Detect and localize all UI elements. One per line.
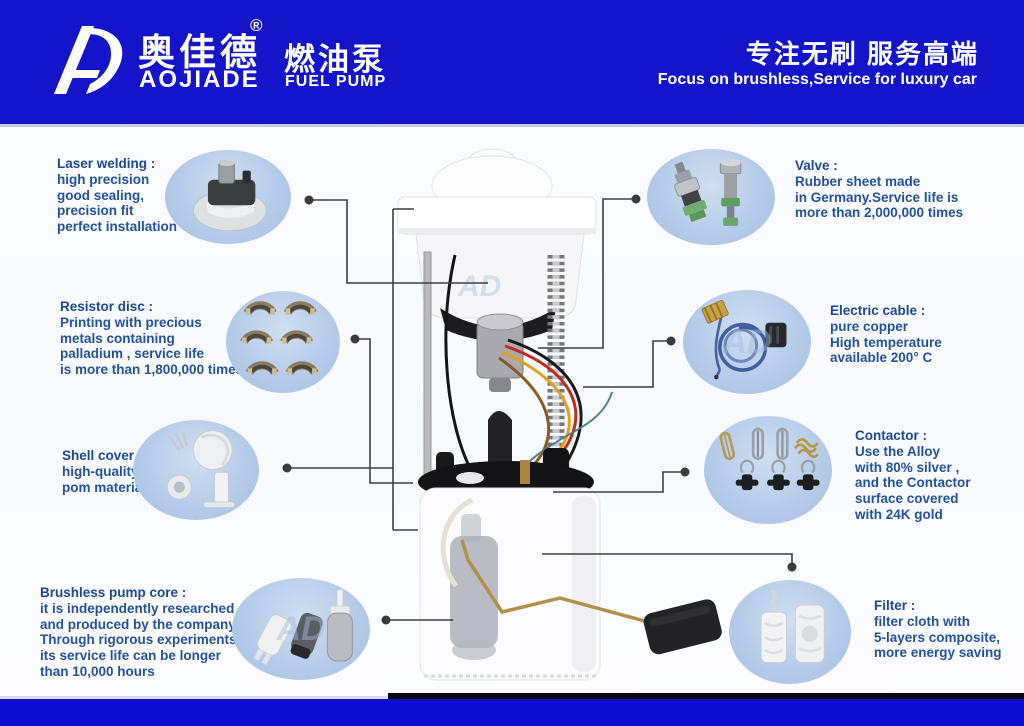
bubble-valve	[647, 149, 775, 245]
callout-resistor-disc: Resistor disc : Printing with precious m…	[60, 299, 270, 378]
connector-valve	[538, 194, 641, 349]
callout-line: more than 2,000,000 times	[795, 205, 964, 221]
callout-line: metals containing	[60, 330, 175, 346]
shell-cover-photo	[166, 430, 236, 508]
callout-line: and the Contactor	[855, 475, 971, 491]
connector-filter	[542, 553, 797, 572]
callout-filter: Filter : filter cloth with 5-layers comp…	[874, 598, 1024, 661]
callout-laser-welding: Laser welding : high precision good seal…	[57, 156, 207, 235]
footer-bar	[0, 699, 1024, 726]
bubble-shell-cover	[133, 420, 259, 520]
bubble-electric-cable: AD	[683, 290, 811, 394]
bubble-contactor	[704, 416, 832, 524]
aojiade-logo-icon	[54, 26, 123, 94]
filter-photo	[760, 589, 825, 664]
bubble-filter	[729, 580, 851, 684]
laser-welding-photo	[192, 159, 267, 232]
bubble-laser-welding	[165, 150, 291, 244]
bubble-brushless-pump-core: AD	[232, 578, 370, 680]
product-name-en: FUEL PUMP	[285, 73, 387, 90]
callout-line: with 80% silver ,	[855, 459, 960, 475]
svg-text:AD: AD	[457, 270, 501, 303]
callout-line: Rubber sheet made	[795, 173, 921, 189]
callout-line: is more than 1,800,000 times	[60, 362, 244, 378]
registered-mark: ®	[250, 16, 263, 35]
slogan-en: Focus on brushless,Service for luxury ca…	[657, 71, 977, 88]
valve-photo	[674, 158, 742, 226]
callout-line: available 200° C	[830, 350, 933, 366]
callout-line: Use the Alloy	[855, 443, 941, 459]
callout-line: with 24K gold	[855, 506, 943, 522]
callout-title: Electric cable :	[830, 303, 926, 318]
electric-cable-photo	[701, 300, 787, 380]
callout-shell-cover: Shell cover : high-quality pom material	[62, 448, 192, 495]
callout-electric-cable: Electric cable : pure copper High temper…	[830, 303, 1000, 366]
callout-line: surface covered	[855, 491, 959, 507]
callout-line: and produced by the company.	[40, 616, 239, 632]
callout-line: palladium , service life	[60, 346, 205, 362]
callout-title: Resistor disc :	[60, 299, 154, 314]
connector-laser-welding	[304, 195, 488, 284]
connector-resistor-disc	[350, 334, 413, 484]
callout-title: Filter :	[874, 598, 916, 613]
slogan-cn: 专注无刷 服务高端	[745, 39, 979, 69]
callout-contactor: Contactor : Use the Alloy with 80% silve…	[855, 428, 1015, 523]
callout-line: in Germany.Service life is	[795, 189, 959, 205]
connector-electric-cable	[583, 336, 676, 388]
header-banner: 奥佳德 ® AOJIADE 燃油泵 FUEL PUMP 专注无刷 服务高端 Fo…	[0, 0, 1024, 127]
callout-title: Contactor :	[855, 428, 927, 443]
callout-line: good sealing,	[57, 187, 145, 203]
callout-line: pure copper	[830, 318, 909, 334]
callout-line: Printing with precious	[60, 314, 202, 330]
callout-line: its service life can be longer	[40, 648, 221, 664]
brand-name-cn: 奥佳德	[138, 32, 261, 73]
contactor-photo	[719, 427, 821, 492]
callout-line: Through rigorous experiments,	[40, 632, 241, 648]
brand-name-en: AOJIADE	[139, 66, 260, 93]
callout-line: than 10,000 hours	[40, 663, 155, 679]
callout-valve: Valve : Rubber sheet made in Germany.Ser…	[795, 158, 985, 221]
callout-line: high-quality	[62, 463, 139, 479]
product-name-cn: 燃油泵	[284, 42, 386, 77]
callout-line: High temperature	[830, 334, 942, 350]
callout-title: Brushless pump core :	[40, 585, 187, 600]
callout-line: 5-layers composite,	[874, 629, 1001, 645]
callout-line: more energy saving	[874, 645, 1002, 661]
callout-line: it is independently researched	[40, 600, 235, 616]
callout-line: pom material	[62, 479, 147, 495]
callout-title: Shell cover :	[62, 448, 143, 463]
connector-brushless-pump-core	[381, 615, 453, 625]
bubble-resistor-disc	[226, 291, 340, 393]
callout-line: filter cloth with	[874, 613, 970, 629]
callout-title: Laser welding :	[57, 156, 156, 171]
callout-title: Valve :	[795, 158, 838, 173]
callout-brushless-pump-core: Brushless pump core : it is independentl…	[40, 585, 255, 680]
connector-contactor	[553, 467, 690, 493]
brushless-pump-core-photo	[253, 589, 353, 665]
resistor-disc-photo	[233, 296, 333, 388]
callout-line: high precision	[57, 171, 150, 187]
callout-line: perfect installation	[57, 219, 178, 235]
callout-line: precision fit	[57, 203, 134, 219]
